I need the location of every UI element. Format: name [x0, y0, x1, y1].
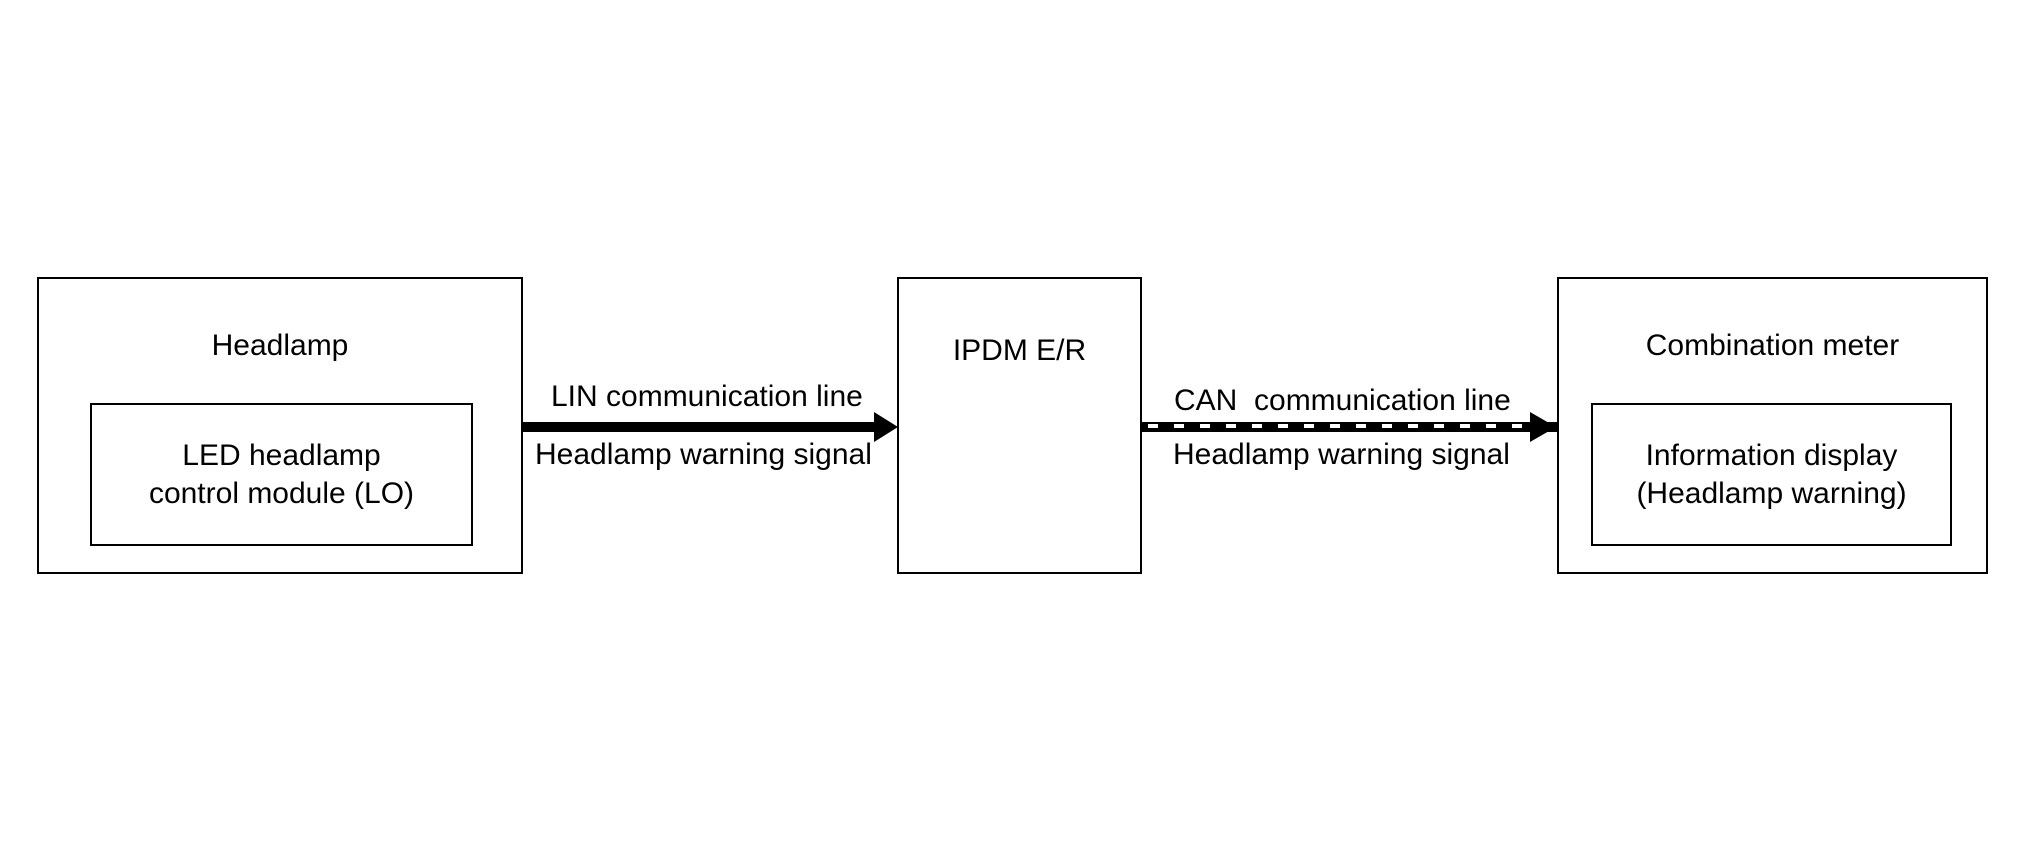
ipdm-er-box: IPDM E/R [897, 277, 1142, 574]
module-label-line2: control module (LO) [148, 476, 415, 510]
lin-signal-label: Headlamp warning signal [535, 438, 872, 471]
combination-meter-box: Combination meter Information display (H… [1557, 277, 1988, 574]
display-label-line2: (Headlamp warning) [1636, 476, 1907, 510]
headlamp-box: Headlamp LED headlamp control module (LO… [37, 277, 523, 574]
lin-line-label: LIN communication line [551, 380, 863, 413]
display-label-line1: Information display [1645, 438, 1898, 472]
ipdm-er-title: IPDM E/R [952, 333, 1087, 367]
headlamp-title: Headlamp [211, 329, 349, 362]
can-arrow [1139, 412, 1559, 442]
lin-arrow [521, 412, 898, 442]
information-display-box: Information display (Headlamp warning) [1591, 403, 1952, 546]
combination-meter-title: Combination meter [1645, 329, 1900, 362]
can-line-label: CAN communication line [1174, 384, 1511, 417]
module-label-line1: LED headlamp [182, 438, 381, 472]
can-signal-label: Headlamp warning signal [1173, 438, 1510, 471]
led-headlamp-control-module-box: LED headlamp control module (LO) [90, 403, 473, 546]
